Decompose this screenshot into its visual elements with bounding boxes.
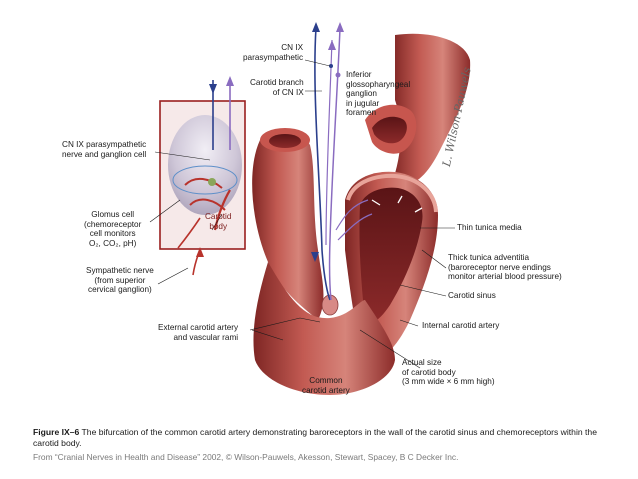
label-external-carotid: External carotid artery and vascular ram… bbox=[158, 323, 239, 342]
label-internal-carotid: Internal carotid artery bbox=[422, 321, 500, 330]
source-credit: From “Cranial Nerves in Health and Disea… bbox=[33, 452, 459, 462]
label-carotid-sinus: Carotid sinus bbox=[448, 291, 496, 300]
internal-carotid-upper bbox=[392, 33, 471, 186]
label-thin-tunica-media: Thin tunica media bbox=[457, 223, 522, 232]
label-glomus-cell: Glomus cell (chemoreceptor cell monitors… bbox=[84, 210, 142, 248]
cn9-nerve-purple bbox=[328, 27, 341, 301]
label-sympathetic-nerve: Sympathetic nerve (from superior cervica… bbox=[86, 266, 154, 295]
label-actual-size: Actual size of carotid body (3 mm wide ×… bbox=[402, 358, 495, 387]
figure-label: Figure IX–6 bbox=[33, 427, 80, 437]
label-inferior-ganglion: Inferior glossopharyngeal ganglion in ju… bbox=[346, 70, 411, 118]
label-cn9-parasympathetic: CN IX parasympathetic bbox=[243, 43, 304, 62]
label-carotid-branch: Carotid branch of CN IX bbox=[250, 78, 304, 97]
label-carotid-body-inset: Carotid body bbox=[205, 212, 232, 231]
common-carotid-artery bbox=[253, 262, 395, 395]
figure-caption: Figure IX–6 The bifurcation of the commo… bbox=[33, 427, 613, 449]
cn9-nerve-blue bbox=[314, 27, 331, 301]
baroreceptor-arrows bbox=[371, 195, 423, 213]
label-thick-tunica-adventitia: Thick tunica adventitia (baroreceptor ne… bbox=[448, 253, 562, 282]
leader-lines bbox=[149, 59, 455, 369]
label-common-carotid: Common carotid artery bbox=[302, 376, 350, 395]
external-carotid-artery bbox=[252, 131, 324, 320]
label-cn9-nerve-ganglion: CN IX parasympathetic nerve and ganglion… bbox=[62, 140, 147, 159]
glomus-cell-sphere bbox=[168, 115, 242, 215]
carotid-sinus-lumen bbox=[359, 187, 423, 323]
caption-text: The bifurcation of the common carotid ar… bbox=[33, 427, 597, 448]
